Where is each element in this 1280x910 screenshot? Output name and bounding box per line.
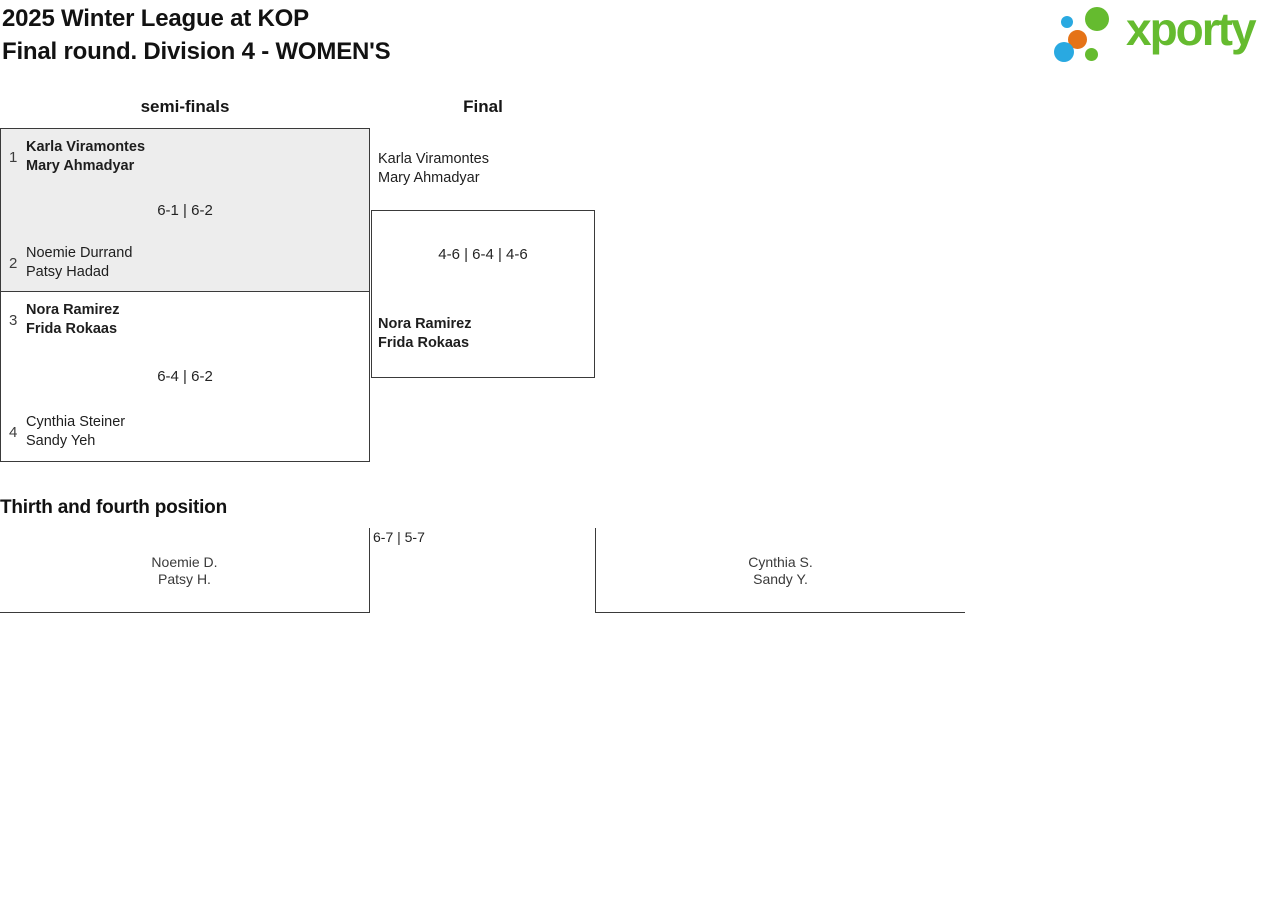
team-names: Cynthia Steiner Sandy Yeh — [26, 413, 125, 451]
player-name: Mary Ahmadyar — [26, 158, 135, 174]
round-header-semifinals: semi-finals — [140, 97, 230, 116]
player-name: Patsy H. — [158, 571, 211, 587]
team-names: Noemie Durrand Patsy Hadad — [26, 244, 132, 282]
page-title: 2025 Winter League at KOP Final round. D… — [2, 2, 391, 68]
player-name: Cynthia S. — [748, 554, 813, 570]
player-name: Frida Rokaas — [26, 321, 118, 337]
team-names: Karla Viramontes Mary Ahmadyar — [26, 138, 145, 176]
third-place-team-right: Cynthia S. Sandy Y. — [595, 528, 965, 613]
seed-number: 4 — [9, 423, 18, 441]
match-final: 4-6 | 6-4 | 4-6 Nora Ramirez Frida Rokaa… — [371, 210, 595, 378]
logo-green-large-dot-icon — [1085, 7, 1109, 31]
team-final-top: Karla Viramontes Mary Ahmadyar — [378, 150, 489, 188]
logo-blue-large-dot-icon — [1054, 42, 1074, 62]
team-semifinal2-top: 3 Nora Ramirez Frida Rokaas — [9, 301, 361, 339]
player-name: Frida Rokaas — [378, 335, 470, 351]
team-semifinal1-bottom: 2 Noemie Durrand Patsy Hadad — [9, 244, 361, 282]
title-line-event: 2025 Winter League at KOP — [2, 5, 309, 32]
player-name: Mary Ahmadyar — [378, 170, 480, 186]
player-name: Karla Viramontes — [26, 139, 146, 155]
logo-orange-dot-icon — [1068, 30, 1087, 49]
team-semifinal2-bottom: 4 Cynthia Steiner Sandy Yeh — [9, 413, 361, 451]
seed-number: 3 — [9, 311, 18, 329]
team-semifinal1-top: 1 Karla Viramontes Mary Ahmadyar — [9, 138, 361, 176]
logo-wordmark: xporty — [1126, 3, 1257, 55]
xporty-logo[interactable]: xporty — [1048, 0, 1280, 68]
player-name: Noemie D. — [151, 554, 218, 570]
logo-green-small-dot-icon — [1085, 48, 1098, 61]
match-semifinal-2: 3 Nora Ramirez Frida Rokaas 6-4 | 6-2 4 … — [0, 291, 370, 462]
match-score: 6-1 | 6-2 — [157, 201, 213, 219]
team-final-winner: Nora Ramirez Frida Rokaas — [378, 315, 471, 353]
seed-number: 2 — [9, 254, 18, 272]
match-semifinal-1: 1 Karla Viramontes Mary Ahmadyar 6-1 | 6… — [0, 128, 370, 293]
title-line-round: Final round. Division 4 - WOMEN'S — [2, 38, 391, 65]
player-name: Sandy Yeh — [26, 433, 96, 449]
logo-blue-small-dot-icon — [1061, 16, 1073, 28]
player-name: Nora Ramirez — [378, 316, 472, 332]
match-score: 6-4 | 6-2 — [157, 367, 213, 385]
third-place-team-left: Noemie D. Patsy H. — [0, 528, 370, 613]
player-name: Patsy Hadad — [26, 264, 110, 280]
player-name: Cynthia Steiner — [26, 414, 126, 430]
round-header-final: Final — [463, 97, 503, 116]
third-place-score: 6-7 | 5-7 — [373, 529, 425, 545]
player-name: Sandy Y. — [753, 571, 808, 587]
third-place-heading: Thirth and fourth position — [0, 497, 227, 518]
player-name: Noemie Durrand — [26, 245, 133, 261]
team-names: Nora Ramirez Frida Rokaas — [26, 301, 119, 339]
seed-number: 1 — [9, 148, 18, 166]
player-name: Nora Ramirez — [26, 302, 120, 318]
player-name: Karla Viramontes — [378, 151, 489, 167]
match-score: 4-6 | 6-4 | 4-6 — [438, 246, 528, 263]
